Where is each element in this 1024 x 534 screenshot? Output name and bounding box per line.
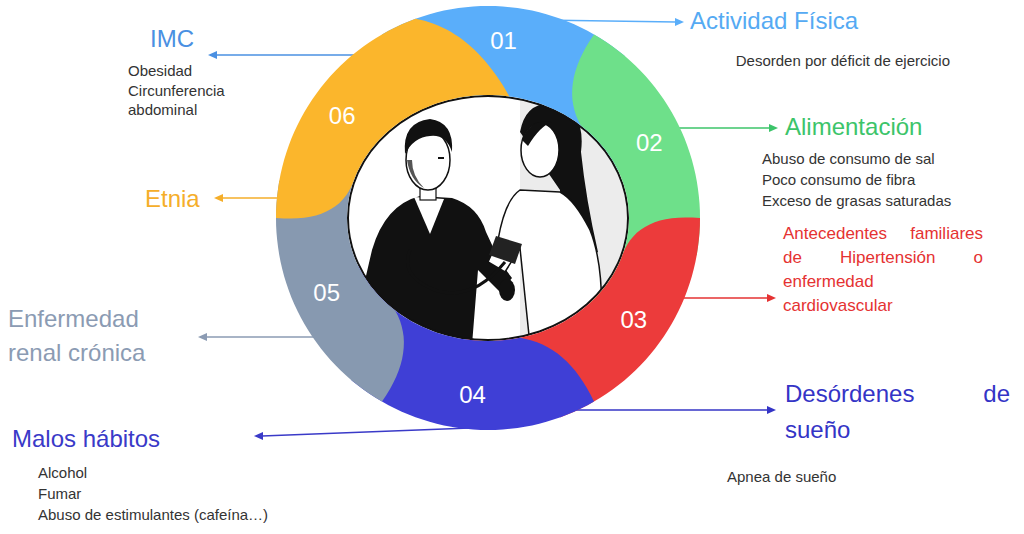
leader-line xyxy=(262,428,470,436)
factor-detail: Exceso de grasas saturadas xyxy=(762,192,951,210)
arrow-head xyxy=(767,406,776,414)
callout-number: 02 xyxy=(636,131,663,155)
factor-detail: Circunferencia abdominal xyxy=(128,81,248,119)
arrow-head xyxy=(769,124,778,132)
factor-heading: Enfermedad renal crónica xyxy=(8,302,183,370)
factor-detail: Poco consumo de fibra xyxy=(762,171,915,189)
arrow-head xyxy=(675,18,684,26)
factor-detail: Obesidad xyxy=(128,62,192,80)
callout-number: 06 xyxy=(329,104,356,128)
callout-number: 04 xyxy=(459,383,486,407)
arrow-head xyxy=(767,294,776,302)
callout-number: 01 xyxy=(490,29,517,53)
arrow-head xyxy=(214,194,223,202)
leader-line xyxy=(560,409,768,411)
factor-heading: IMC xyxy=(150,24,194,53)
leader-line xyxy=(206,336,320,338)
factor-detail: Apnea de sueño xyxy=(727,468,836,486)
factor-heading: Desórdenes de sueño xyxy=(785,376,1010,448)
factor-detail: Abuso de consumo de sal xyxy=(762,150,935,168)
petal-shape xyxy=(275,17,511,220)
leader-line xyxy=(670,297,768,299)
callout-number: 03 xyxy=(620,308,647,332)
callout-number: 05 xyxy=(313,281,340,305)
factor-heading: Actividad Física xyxy=(690,6,858,35)
petal-segment: 06 xyxy=(275,17,511,220)
photo-frame xyxy=(348,96,628,340)
factor-heading: Alimentación xyxy=(785,112,922,141)
factor-detail: Fumar xyxy=(38,485,81,503)
arrow-head xyxy=(208,51,217,59)
factor-detail: Alcohol xyxy=(38,464,87,482)
factor-heading: Etnia xyxy=(145,184,200,213)
arrow-head xyxy=(254,432,263,440)
factor-heading: Malos hábitos xyxy=(12,424,160,453)
arrow-head xyxy=(198,333,207,341)
factor-heading: Antecedentes familiares de Hipertensión … xyxy=(783,222,983,318)
petal-fill xyxy=(276,19,509,219)
factor-detail: Abuso de estimulantes (cafeína…) xyxy=(38,506,268,524)
factor-detail: Desorden por déficit de ejercicio xyxy=(730,50,950,72)
